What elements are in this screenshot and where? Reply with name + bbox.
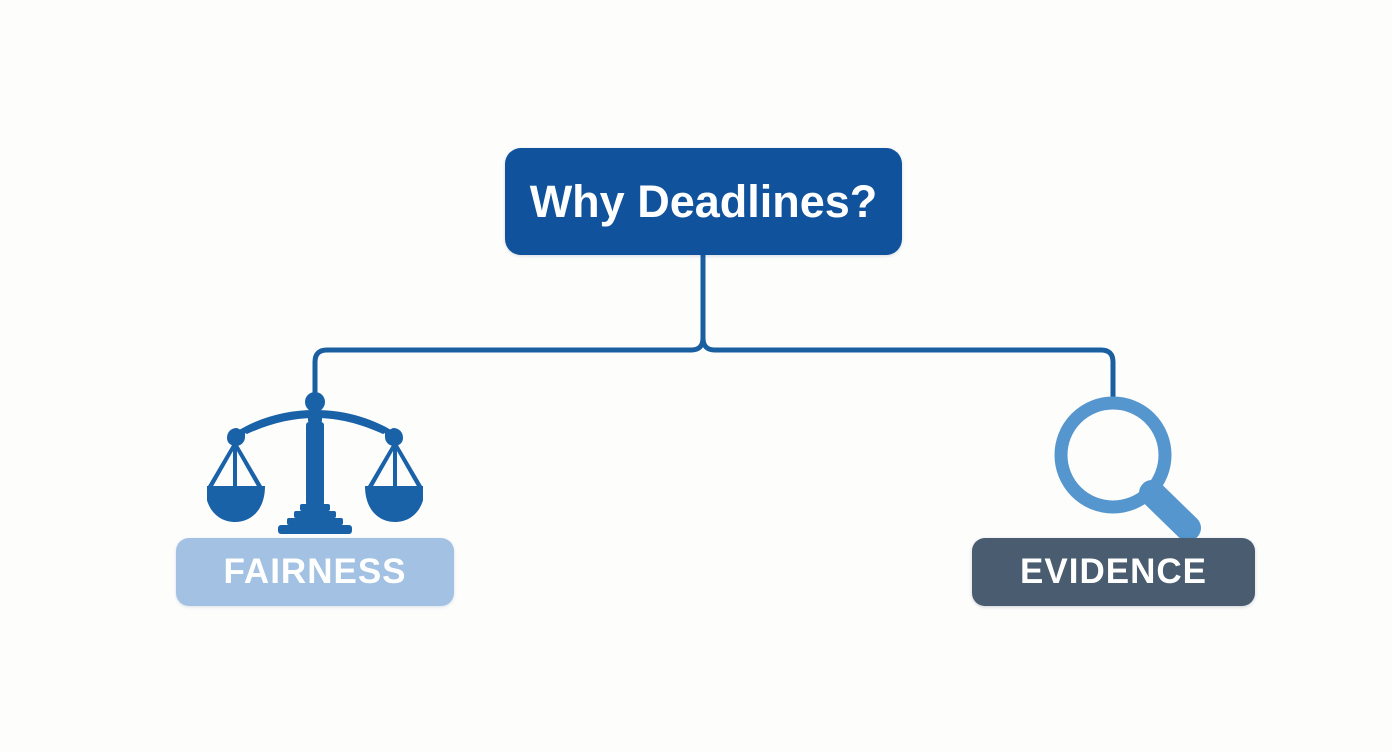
magnifying-glass-icon xyxy=(1050,392,1206,544)
scales-of-justice-icon xyxy=(207,388,423,540)
fairness-node-label: FAIRNESS xyxy=(223,552,407,591)
connector-root-stem xyxy=(688,252,706,353)
evidence-node-label: EVIDENCE xyxy=(1020,552,1207,591)
root-node-label: Why Deadlines? xyxy=(529,175,878,227)
branch-node-fairness[interactable]: FAIRNESS xyxy=(176,538,454,606)
root-node-why-deadlines[interactable]: Why Deadlines? xyxy=(505,148,902,255)
connector-root-stem-right xyxy=(700,335,718,353)
branch-node-evidence[interactable]: EVIDENCE xyxy=(972,538,1255,606)
